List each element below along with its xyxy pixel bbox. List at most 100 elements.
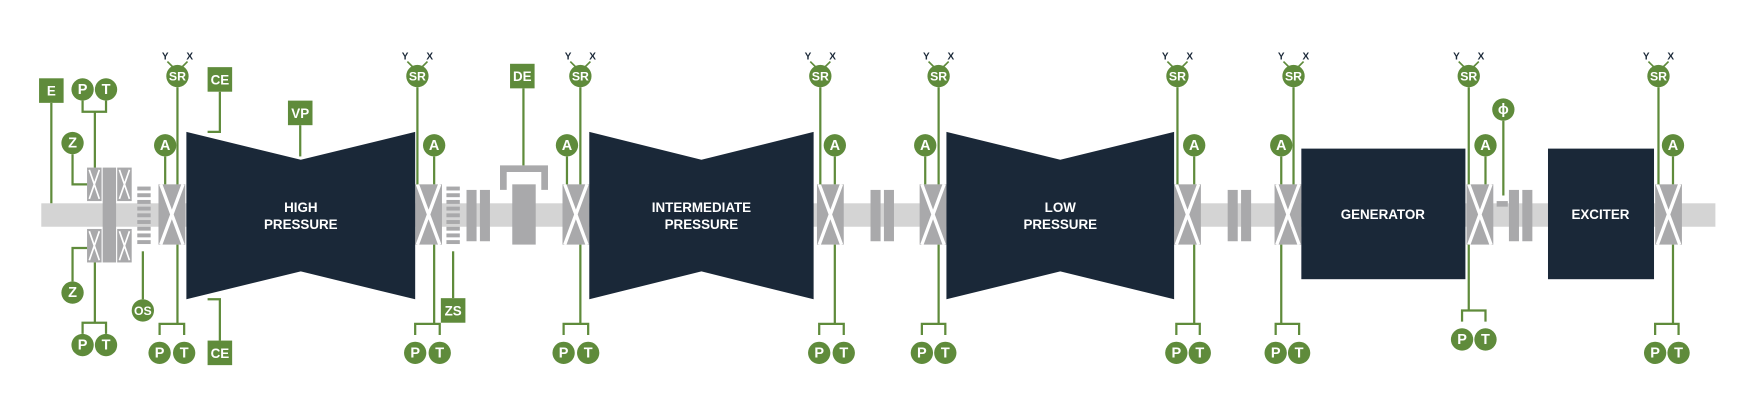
bearing-3-sr-label: SR xyxy=(572,70,589,84)
bearing-7-pressure-circle xyxy=(1264,341,1287,365)
bearing-9-x-mark xyxy=(1655,183,1682,246)
bearing-1-accel-label: A xyxy=(160,138,171,154)
thrust-upper-temperature-circle xyxy=(94,78,118,101)
bearing-5-x-probe xyxy=(942,60,950,68)
bearing-3-temperature-label: T xyxy=(584,345,593,361)
bearing-1-temperature-label: T xyxy=(180,345,189,361)
case-expansion-top-line xyxy=(207,91,221,133)
bearing-3-accel-label: A xyxy=(562,138,573,154)
bearing-1-temperature-circle xyxy=(172,341,196,365)
bearing-2-sr-circle xyxy=(406,64,429,88)
thrust-upper-z-label: Z xyxy=(68,136,77,152)
bearing-9-y-label: Y xyxy=(1643,51,1650,62)
thrust-lower-z-label: Z xyxy=(68,285,77,301)
coupling-half xyxy=(1522,189,1533,242)
thrust-lower-pressure-circle xyxy=(71,333,94,357)
bearing-8-x-probe xyxy=(1472,60,1480,68)
coupling-half xyxy=(883,189,894,242)
coupling-half xyxy=(479,189,490,242)
bearing-7-y-label: Y xyxy=(1278,51,1285,62)
bearing-4-y-probe xyxy=(809,60,817,68)
thrust-lower-z-circle xyxy=(61,281,84,304)
bearing-9-temperature-label: T xyxy=(1674,345,1683,361)
bearing-6-accel-label: A xyxy=(1189,138,1200,154)
bearing-4-sr-circle xyxy=(809,64,832,88)
exciter-block xyxy=(1547,148,1655,280)
bearing-7-pressure-label: P xyxy=(1271,345,1281,361)
thrust-collar xyxy=(102,167,117,263)
de-bracket xyxy=(500,165,548,190)
zero-speed-label: ZS xyxy=(445,304,462,319)
bearing-3-accel-circle xyxy=(555,134,579,157)
eccentricity-label: E xyxy=(47,84,56,99)
bearing-5-pt-bracket xyxy=(920,322,947,335)
bearing-5-temperature-label: T xyxy=(941,345,950,361)
bearing-2-temperature-circle xyxy=(428,341,451,365)
lp-name-line2: PRESSURE xyxy=(1023,217,1097,232)
bearing-1-accel-circle xyxy=(154,134,177,157)
zero-speed-toothed-wheel xyxy=(446,193,460,198)
bearing-9-y-probe xyxy=(1647,60,1655,68)
bearing-8-pressure-circle xyxy=(1450,328,1474,351)
zero-speed-toothed-wheel xyxy=(446,220,460,224)
bearing-9-temperature-circle xyxy=(1667,341,1690,365)
thrust-lower-z-line xyxy=(71,246,88,282)
zero-speed-toothed-wheel xyxy=(446,233,460,238)
overspeed-toothed-wheel xyxy=(137,220,151,224)
zero-speed-toothed-wheel xyxy=(446,226,460,231)
coupling-half xyxy=(870,189,881,242)
bearing-9-pressure-circle xyxy=(1643,341,1667,365)
overspeed-toothed-wheel xyxy=(137,199,151,204)
bearing-8-temperature-circle xyxy=(1474,328,1497,351)
bearing-2-pressure-label: P xyxy=(410,345,420,361)
bearing-3-temperature-circle xyxy=(577,341,600,365)
zero-speed-toothed-wheel xyxy=(446,213,460,218)
bearing-4-accel-circle xyxy=(823,134,846,157)
bearing-8-x-mark xyxy=(1467,183,1493,246)
bearing-9-accel-label: A xyxy=(1668,138,1679,154)
bearing-6-temperature-label: T xyxy=(1195,345,1204,361)
bearing-7-temperature-circle xyxy=(1287,341,1311,365)
overspeed-toothed-wheel xyxy=(137,240,151,245)
bearing-8-temperature-label: T xyxy=(1481,332,1490,348)
de-disc xyxy=(512,184,536,245)
thrust-lower-temperature-label: T xyxy=(102,338,111,354)
thrust-upper-z-line xyxy=(71,154,88,186)
overspeed-toothed-wheel xyxy=(137,213,151,218)
bearing-8-x-label: X xyxy=(1478,51,1485,62)
bearing-3-x-mark xyxy=(563,183,589,246)
bearing-8-pressure-label: P xyxy=(1457,332,1467,348)
bearing-2-y-probe xyxy=(406,60,414,68)
bearing-6-sr-label: SR xyxy=(1169,70,1186,84)
bearing-2-temperature-label: T xyxy=(435,345,444,361)
bearing-4-y-label: Y xyxy=(805,51,812,62)
thrust-lower-temperature-circle xyxy=(94,333,118,357)
bearing-6-accel-circle xyxy=(1183,134,1206,157)
bearing-1-x-probe xyxy=(181,60,189,68)
zero-speed-toothed-wheel xyxy=(446,206,460,211)
ip-name-line2: PRESSURE xyxy=(665,217,739,232)
overspeed-toothed-wheel xyxy=(137,186,151,191)
bearing-5-accel-circle xyxy=(914,134,937,157)
bearing-9-pt-bracket xyxy=(1654,322,1680,335)
bearing-3-sr-circle xyxy=(569,64,592,88)
bearing-3-pressure-circle xyxy=(552,341,575,365)
overspeed-toothed-wheel xyxy=(137,226,151,231)
coupling-half xyxy=(1241,189,1252,242)
ip-name-line1: INTERMEDIATE xyxy=(652,200,751,215)
bearing-7-pt-bracket xyxy=(1274,322,1301,335)
thrust-upper-z-circle xyxy=(61,131,84,155)
bearing-7-x-mark xyxy=(1275,183,1301,246)
machine-layer: HIGHPRESSUREINTERMEDIATEPRESSURELOWPRESS… xyxy=(186,131,1655,300)
bearing-8-sr-label: SR xyxy=(1460,70,1477,84)
bearing-6-x-mark xyxy=(1174,183,1201,246)
zero-speed-toothed-wheel xyxy=(446,186,460,191)
bearing-1-pressure-label: P xyxy=(155,345,165,361)
thrust-upper-pt-bracket xyxy=(81,100,108,113)
bearing-1-x-label: X xyxy=(186,51,193,62)
bearing-7-sr-label: SR xyxy=(1285,70,1302,84)
bearing-3-pressure-label: P xyxy=(559,345,569,361)
bearing-4-pressure-label: P xyxy=(814,345,824,361)
bearing-8-y-label: Y xyxy=(1453,51,1460,62)
